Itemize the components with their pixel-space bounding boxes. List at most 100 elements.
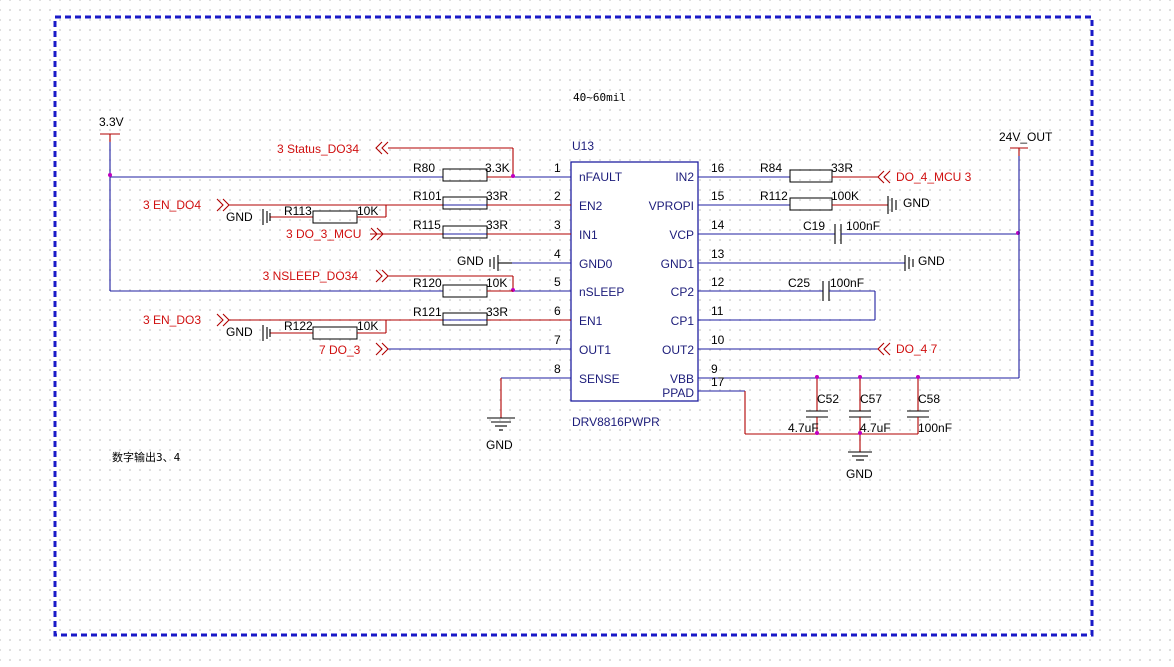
capacitor-ref: C52 — [817, 392, 839, 406]
net-nsleep: 3 NSLEEP_DO34 — [263, 269, 515, 292]
resistor-ref: R84 — [760, 161, 782, 175]
resistor-value: 10K — [486, 276, 507, 290]
capacitor-value: 4.7uF — [788, 421, 819, 435]
resistor-ref: R80 — [413, 161, 435, 175]
power-3v3: 3.3V — [99, 115, 443, 292]
pin-name: IN1 — [579, 228, 598, 242]
net-do4-mcu: DO_4_MCU 3 — [877, 170, 972, 184]
pin-number: 16 — [711, 161, 725, 175]
capacitor-value: 100nF — [830, 276, 864, 290]
pin-name: VPROPI — [649, 199, 694, 213]
pin-number: 6 — [554, 304, 561, 318]
gnd-label: GND — [457, 254, 484, 268]
capacitor-value: 100nF — [846, 219, 880, 233]
pin-name: OUT2 — [662, 343, 694, 357]
pin-name: CP2 — [671, 285, 695, 299]
pin-number: 5 — [554, 275, 561, 289]
pin-number: 10 — [711, 333, 725, 347]
resistor-value: 33R — [486, 305, 508, 319]
gnd-label: GND — [226, 325, 253, 339]
resistor-r120: R120 10K — [413, 276, 513, 298]
sheet-border — [53, 15, 1094, 637]
pin-name: nSLEEP — [579, 285, 624, 299]
gnd-label: GND — [918, 254, 945, 268]
capacitor-ref: C58 — [918, 392, 940, 406]
ic-body — [570, 161, 699, 402]
net-label: DO_4_MCU 3 — [896, 170, 972, 184]
pin-name: EN1 — [579, 314, 603, 328]
resistor-r113: GND R113 10K — [226, 204, 387, 225]
pin-name: SENSE — [579, 372, 620, 386]
resistor-r121: R121 33R — [413, 305, 571, 326]
net-status-do34: 3 Status_DO34 — [277, 141, 515, 178]
ic-designator: U13 — [572, 139, 594, 153]
resistor-value: 10K — [357, 319, 378, 333]
net-do3: 7 DO_3 — [319, 342, 389, 357]
resistor-ref: R113 — [284, 204, 312, 218]
trace-width-note: 40~60mil — [573, 91, 626, 104]
net-do3-mcu: 3 DO_3_MCU — [286, 227, 443, 241]
pin-name: EN2 — [579, 199, 603, 213]
net-en-do4: 3 EN_DO4 — [143, 198, 443, 212]
capacitor-c25: C25 100nF — [788, 276, 876, 320]
resistor-ref: R112 — [760, 189, 788, 203]
pin-name: VCP — [669, 228, 694, 242]
gnd1-symbol: GND — [904, 254, 945, 271]
net-label: 3 NSLEEP_DO34 — [263, 269, 359, 283]
resistor-value: 33R — [486, 218, 508, 232]
capacitor-ref: C19 — [803, 219, 825, 233]
pin-number: 2 — [554, 189, 561, 203]
resistor-value: 3.3K — [485, 161, 510, 175]
capacitor-value: 4.7uF — [860, 421, 891, 435]
section-note: 数字输出3、4 — [112, 450, 181, 464]
pin-number: 12 — [711, 275, 725, 289]
pin-number: 15 — [711, 189, 725, 203]
resistor-r115: R115 33R — [413, 218, 571, 239]
gnd0-symbol: GND — [457, 254, 512, 271]
resistor-value: 100K — [831, 189, 859, 203]
power-24v: 24V_OUT — [999, 130, 1053, 378]
resistor-r101: R101 33R — [413, 189, 571, 210]
pin-name: VBB — [670, 372, 694, 386]
resistor-value: 33R — [831, 161, 853, 175]
bulk-capacitors: GND C52 4.7uF C57 4.7uF C58 100nF — [744, 375, 952, 481]
capacitor-value: 100nF — [918, 421, 952, 435]
pin-number: 8 — [554, 362, 561, 376]
resistor-r112: GND R112 100K — [760, 189, 930, 214]
resistor-ref: R121 — [413, 305, 442, 319]
gnd-label: GND — [846, 467, 873, 481]
power-3v3-label: 3.3V — [99, 115, 124, 129]
resistor-r80: R80 3.3K — [413, 161, 513, 182]
gnd-label: GND — [903, 196, 930, 210]
resistor-ref: R115 — [413, 218, 441, 232]
net-label: 7 DO_3 — [319, 343, 361, 357]
net-label: 3 DO_3_MCU — [286, 227, 361, 241]
pin-name: GND1 — [661, 257, 695, 271]
resistor-ref: R120 — [413, 276, 442, 290]
capacitor-c19: C19 100nF — [803, 219, 1020, 244]
pin-name: IN2 — [675, 170, 694, 184]
pin-number: 17 — [711, 375, 725, 389]
ic-part-number: DRV8816PWPR — [572, 415, 660, 429]
net-label: 3 EN_DO3 — [143, 313, 201, 327]
capacitor-ref: C57 — [860, 392, 882, 406]
pin-number: 3 — [554, 218, 561, 232]
pin-number: 4 — [554, 247, 561, 261]
net-do4: DO_4 7 — [877, 342, 938, 356]
power-24v-label: 24V_OUT — [999, 130, 1053, 144]
resistor-ref: R122 — [284, 319, 313, 333]
right-pin-labels: IN2 16 VPROPI 15 VCP 14 GND1 13 CP2 12 C… — [649, 161, 725, 400]
gnd-label: GND — [486, 438, 513, 452]
pin-name: GND0 — [579, 257, 613, 271]
pin-number: 11 — [711, 304, 724, 318]
sense-ground: GND — [486, 378, 515, 452]
left-pin-labels: nFAULT 1 EN2 2 IN1 3 GND0 4 nSLEEP 5 EN1… — [554, 161, 624, 386]
pin-number: 9 — [711, 362, 718, 376]
resistor-r84: R84 33R — [760, 161, 878, 183]
net-label: 3 Status_DO34 — [277, 142, 359, 156]
pin-name: OUT1 — [579, 343, 611, 357]
pin-number: 13 — [711, 247, 725, 261]
pin-name: CP1 — [671, 314, 695, 328]
capacitor-ref: C25 — [788, 276, 810, 290]
